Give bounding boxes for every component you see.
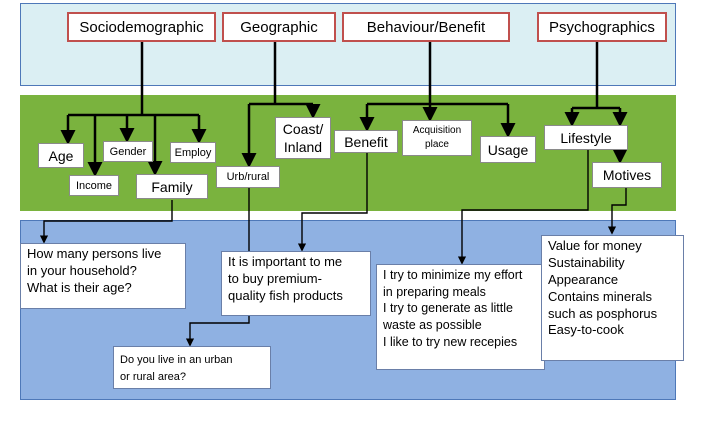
subcategory-lifestyle: Lifestyle (544, 125, 628, 150)
question-urban-rural: Do you live in an urban or rural area? (113, 346, 271, 389)
category-sociodemographic: Sociodemographic (67, 12, 216, 42)
subcategory-usage: Usage (480, 136, 536, 163)
question-premium: It is important to me to buy premium- qu… (221, 251, 371, 316)
subcategory-income: Income (69, 175, 119, 196)
subcategory-family: Family (136, 174, 208, 199)
question-motives: Value for money Sustainability Appearanc… (541, 235, 684, 361)
subcategory-employ: Employ (170, 142, 216, 163)
category-psychographics: Psychographics (537, 12, 667, 42)
subcategory-coast-inland: Coast/ Inland (275, 117, 331, 159)
subcategory-age: Age (38, 143, 84, 168)
subcategory-urb-rural: Urb/rural (216, 166, 280, 188)
question-household: How many persons live in your household?… (20, 243, 186, 309)
category-geographic: Geographic (222, 12, 336, 42)
subcategory-acquisition-place: Acquisition place (402, 120, 472, 156)
category-behaviour-benefit: Behaviour/Benefit (342, 12, 510, 42)
subcategory-motives: Motives (592, 162, 662, 188)
question-effort: I try to minimize my effort in preparing… (376, 264, 545, 370)
subcategory-benefit: Benefit (334, 130, 398, 153)
subcategory-gender: Gender (103, 141, 153, 162)
